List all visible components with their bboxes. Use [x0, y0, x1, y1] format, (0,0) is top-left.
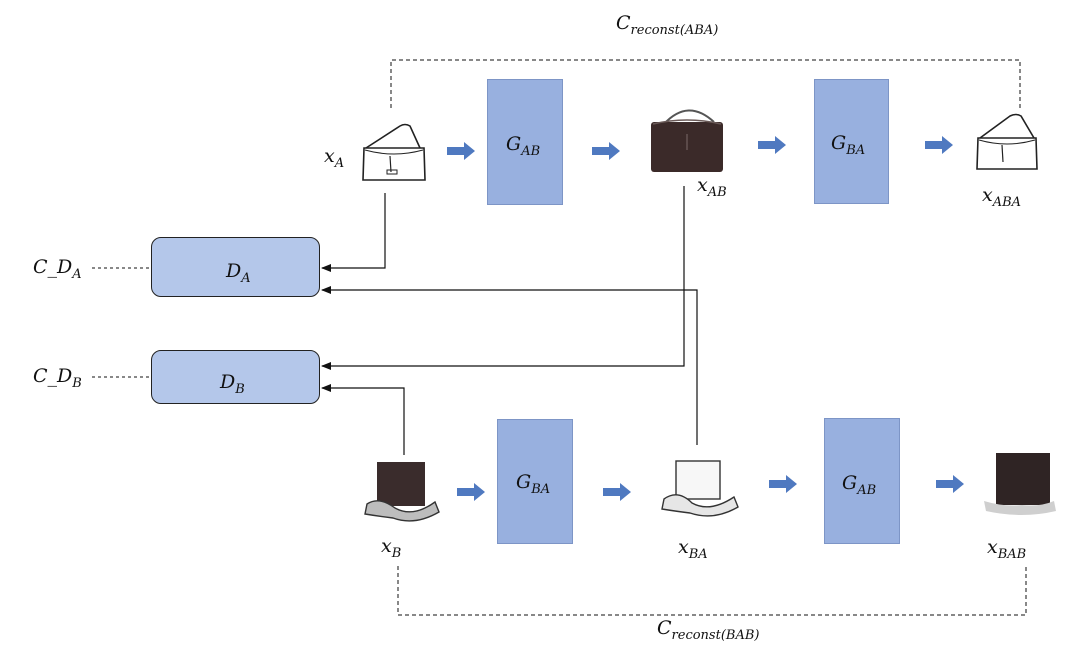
xba-label: xBA: [678, 536, 708, 562]
c-reconst-bab-label: Creconst(BAB): [657, 617, 760, 643]
c-reconst-aba-label: Creconst(ABA): [616, 12, 719, 38]
discriminator-da-label: DA: [226, 260, 251, 286]
generator-gab-top: GAB: [487, 79, 563, 205]
discriminator-da: DA: [151, 237, 320, 297]
xba-to-da-arrow: [321, 286, 698, 445]
flow-arrow-xba-to-gab: [769, 475, 797, 493]
xbab-label: xBAB: [987, 536, 1027, 562]
xb-to-db-arrow: [321, 384, 405, 455]
c-da-label: C_DA: [33, 256, 82, 282]
generator-gba-bottom-label: GBA: [516, 471, 551, 497]
flow-arrow-gab-to-xab: [592, 142, 620, 160]
xaba-label: xABA: [982, 184, 1022, 210]
c-db-label: C_DB: [33, 365, 82, 391]
generator-gab-bottom-label: GAB: [842, 472, 877, 498]
flow-arrow-xb-to-gba: [457, 483, 485, 501]
generator-gab-top-label: GAB: [506, 133, 541, 159]
handbag-photo-icon: [364, 462, 440, 522]
discriminator-db: DB: [151, 350, 320, 404]
xab-to-db-arrow: [321, 186, 685, 370]
xab-label: xAB: [697, 174, 727, 200]
reconst-aba-dashed-line: [390, 59, 1021, 108]
flow-arrow-xab-to-gba: [758, 136, 786, 154]
generator-gba-bottom: GBA: [497, 419, 573, 544]
handbag-photo-icon: [651, 109, 723, 172]
handbag-sketch-icon: [661, 460, 739, 517]
handbag-sketch-icon: [976, 113, 1038, 170]
generator-gba-top: GBA: [814, 79, 889, 204]
xa-label: xA: [324, 145, 345, 171]
handbag-photo-icon: [984, 453, 1056, 515]
generator-gba-top-label: GBA: [831, 132, 866, 158]
handbag-sketch-icon: [362, 123, 426, 181]
flow-arrow-gab-to-xbab: [936, 475, 964, 493]
reconst-bab-dashed-line: [397, 566, 1027, 616]
discriminator-db-label: DB: [220, 371, 245, 397]
xa-to-da-arrow: [321, 193, 386, 272]
flow-arrow-gba-to-xaba: [925, 136, 953, 154]
xb-label: xB: [381, 535, 402, 561]
generator-gab-bottom: GAB: [824, 418, 900, 544]
flow-arrow-xa-to-gab: [447, 142, 475, 160]
flow-arrow-gba-to-xba: [603, 483, 631, 501]
